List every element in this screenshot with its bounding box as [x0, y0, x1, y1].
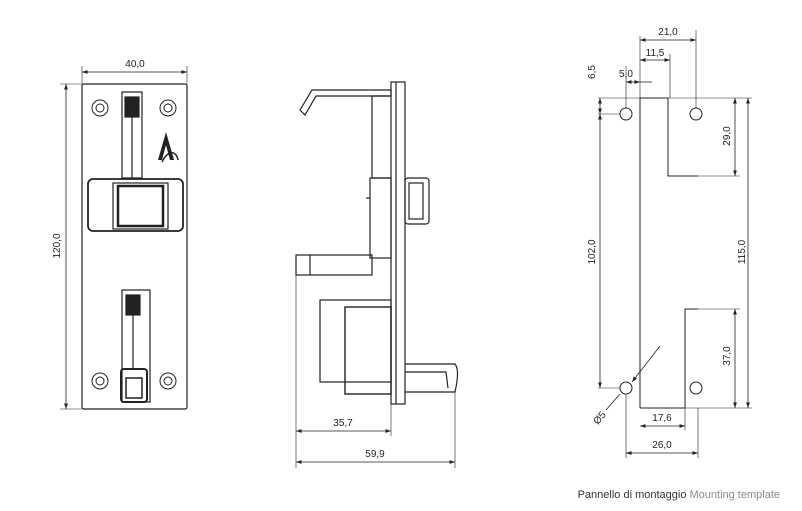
side-bottom-hook	[405, 363, 459, 393]
template-total-height-label: 115,0	[737, 239, 748, 264]
template-dimensions	[598, 38, 750, 455]
side-tab	[404, 177, 430, 225]
figure-caption: Pannello di montaggio Mounting template	[578, 489, 780, 501]
side-view	[295, 81, 459, 468]
template-lower-cutout-label: 37,0	[722, 346, 733, 366]
caption-english: Mounting template	[689, 489, 781, 501]
template-lower-cutout	[668, 308, 698, 409]
return-slot	[120, 289, 151, 403]
template-diameter-leader	[631, 345, 661, 383]
front-height-label: 120,0	[52, 233, 63, 258]
side-dimensions	[296, 429, 455, 464]
side-pin	[295, 254, 373, 276]
caption-italian: Pannello di montaggio	[577, 489, 687, 501]
coin-slot	[121, 91, 143, 179]
template-hole-top-left	[619, 107, 633, 121]
template-offset-5-label: 5,0	[619, 69, 633, 80]
brand-logo-icon	[158, 132, 179, 163]
front-dimensions	[64, 70, 187, 409]
template-hole-diameter-label: Ø5	[592, 409, 609, 427]
template-hole-spacing-label: 102,0	[587, 239, 598, 264]
side-total-depth-label: 59,9	[365, 449, 385, 460]
template-top-width-label: 21,0	[658, 27, 678, 38]
front-screw-holes	[91, 99, 177, 390]
template-offset-6-label: 6,5	[587, 65, 598, 79]
front-width-label: 40,0	[125, 59, 145, 70]
front-plate-outline	[81, 83, 188, 410]
side-top-hook	[299, 89, 392, 116]
template-upper-cutout-label: 29,0	[722, 126, 733, 146]
side-depth-label: 35,7	[333, 418, 353, 429]
template-hole-bottom-left	[619, 381, 633, 395]
reject-button	[87, 178, 184, 232]
side-front-plate	[390, 81, 406, 405]
template-bottom-offset-label: 17,6	[652, 413, 672, 424]
template-hole-bottom-right	[689, 381, 703, 395]
front-view	[60, 66, 188, 410]
template-upper-cutout	[667, 98, 698, 177]
template-bottom-width-label: 26,0	[652, 440, 672, 451]
template-view	[598, 30, 752, 458]
template-offset-11-label: 11,5	[646, 48, 665, 59]
template-hole-top-right	[689, 107, 703, 121]
